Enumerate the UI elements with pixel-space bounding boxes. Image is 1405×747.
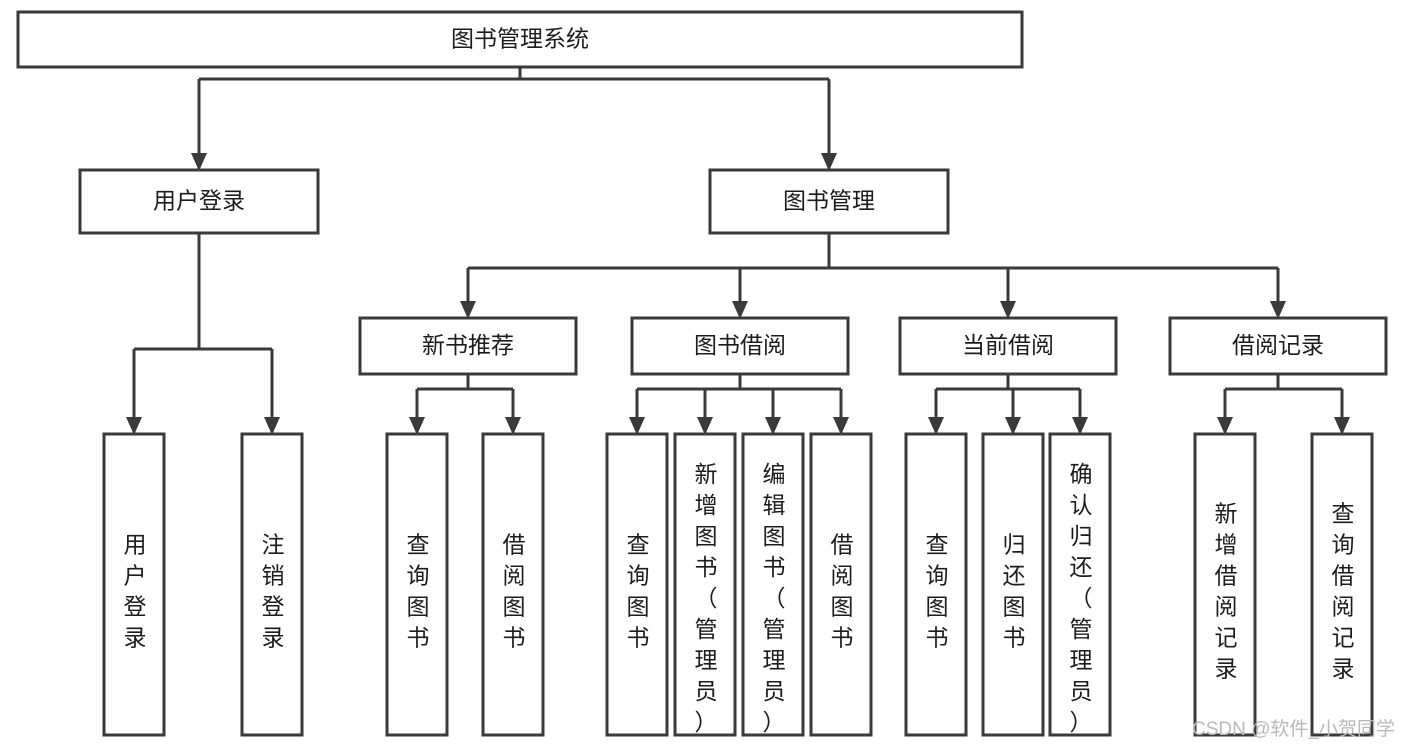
connector-layer xyxy=(126,67,1350,435)
node-box xyxy=(1048,432,1112,737)
node-leaf-query-book-2[interactable]: 查询图书 xyxy=(605,432,669,737)
node-box xyxy=(809,432,873,737)
node-label: 归还图书 xyxy=(1003,532,1026,651)
node-label: 注销登录 xyxy=(262,532,285,651)
node-label: 图书管理 xyxy=(783,188,875,214)
node-label: 查询图书 xyxy=(627,532,650,651)
node-label: 查询图书 xyxy=(407,532,430,651)
node-book-borrow[interactable]: 图书借阅 xyxy=(630,316,850,376)
node-new-book-rec[interactable]: 新书推荐 xyxy=(358,316,578,376)
node-label: 图书借阅 xyxy=(694,332,786,358)
node-box xyxy=(1193,432,1257,737)
node-box xyxy=(673,432,737,737)
node-label: 查询图书 xyxy=(926,532,949,651)
node-box xyxy=(904,432,968,737)
node-leaf-edit-book[interactable]: 编辑图书（管理员） xyxy=(741,432,805,737)
node-label: 确认归还（管理员） xyxy=(1070,461,1093,735)
node-box xyxy=(358,316,578,376)
node-box xyxy=(78,168,320,235)
node-leaf-user-login[interactable]: 用户登录 xyxy=(102,432,166,737)
node-leaf-add-book[interactable]: 新增图书（管理员） xyxy=(673,432,737,737)
node-box xyxy=(16,10,1024,69)
node-label: 用户登录 xyxy=(153,188,245,214)
node-label: 当前借阅 xyxy=(962,332,1054,358)
node-box xyxy=(481,432,545,737)
node-label: 借阅图书 xyxy=(503,532,526,651)
node-label: 编辑图书（管理员） xyxy=(763,461,786,735)
node-label: 借阅记录 xyxy=(1232,332,1324,358)
node-box xyxy=(1310,432,1374,737)
node-label: 图书管理系统 xyxy=(451,26,589,52)
node-current-borrow[interactable]: 当前借阅 xyxy=(898,316,1118,376)
node-borrow-record[interactable]: 借阅记录 xyxy=(1168,316,1388,376)
node-label: 借阅图书 xyxy=(831,532,854,651)
node-label: 查询借阅记录 xyxy=(1332,501,1355,682)
node-label: 新增借阅记录 xyxy=(1215,501,1238,682)
node-leaf-logout[interactable]: 注销登录 xyxy=(240,432,304,737)
node-box xyxy=(102,432,166,737)
node-box xyxy=(898,316,1118,376)
node-layer: 图书管理系统用户登录图书管理新书推荐图书借阅当前借阅借阅记录用户登录注销登录查询… xyxy=(16,10,1388,737)
node-box xyxy=(385,432,449,737)
node-box xyxy=(1168,316,1388,376)
node-box xyxy=(708,168,950,235)
node-box xyxy=(741,432,805,737)
node-label: 新增图书（管理员） xyxy=(695,461,718,735)
node-leaf-query-book-1[interactable]: 查询图书 xyxy=(385,432,449,737)
node-book-manage[interactable]: 图书管理 xyxy=(708,168,950,235)
node-box xyxy=(605,432,669,737)
node-leaf-add-record[interactable]: 新增借阅记录 xyxy=(1193,432,1257,737)
node-root[interactable]: 图书管理系统 xyxy=(16,10,1024,69)
node-box xyxy=(630,316,850,376)
node-user-login[interactable]: 用户登录 xyxy=(78,168,320,235)
node-label: 新书推荐 xyxy=(422,332,514,358)
node-leaf-borrow-book-1[interactable]: 借阅图书 xyxy=(481,432,545,737)
node-leaf-return-book[interactable]: 归还图书 xyxy=(981,432,1045,737)
node-leaf-borrow-book-2[interactable]: 借阅图书 xyxy=(809,432,873,737)
node-leaf-confirm-return[interactable]: 确认归还（管理员） xyxy=(1048,432,1112,737)
node-leaf-query-record[interactable]: 查询借阅记录 xyxy=(1310,432,1374,737)
node-leaf-query-book-3[interactable]: 查询图书 xyxy=(904,432,968,737)
node-box xyxy=(981,432,1045,737)
node-label: 用户登录 xyxy=(124,532,147,651)
node-box xyxy=(240,432,304,737)
